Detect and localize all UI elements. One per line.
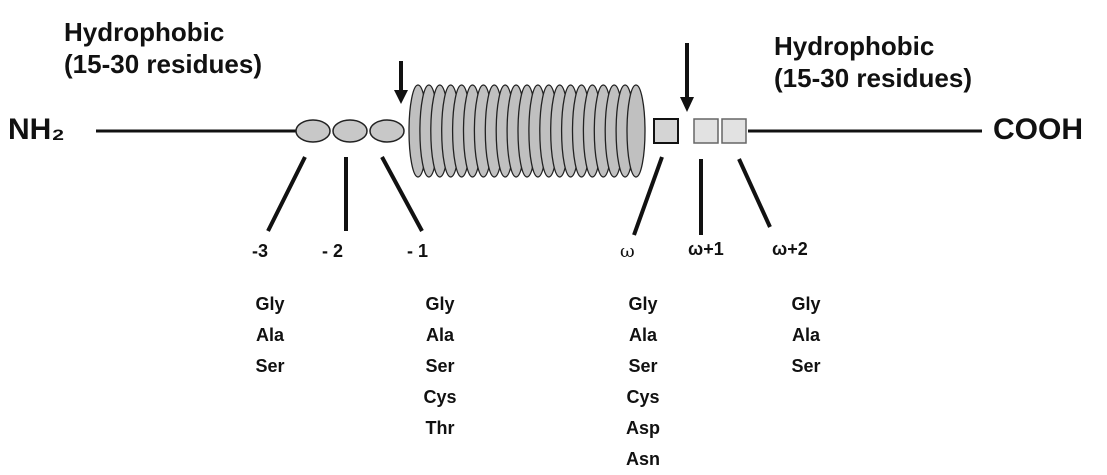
residue-list-omega-plus2: Gly Ala Ser — [776, 289, 836, 382]
pointer-line-minus1 — [380, 156, 424, 232]
position-label-minus3: -3 — [252, 241, 269, 261]
residue-item: Asn — [625, 449, 660, 469]
residue-item: Ser — [255, 356, 285, 376]
left-hydrophobic-label: Hydrophobic (15-30 residues) — [64, 16, 262, 80]
left-hydrophobic-title: Hydrophobic — [64, 17, 225, 47]
right-hydrophobic-residues: (15-30 residues) — [774, 63, 972, 93]
position-label-omega-plus1: ω+1 — [688, 239, 724, 259]
left-hydrophobic-residues: (15-30 residues) — [64, 49, 262, 79]
residue-item: Ala — [628, 325, 657, 345]
residue-list-omega: Gly Ala Ser Cys Asp Asn — [613, 289, 673, 475]
residue-list-minus3: Gly Ala Ser — [240, 289, 300, 382]
omega-box — [653, 118, 679, 144]
omega-plus1-box — [693, 118, 719, 144]
residue-ellipse-minus1 — [369, 119, 405, 143]
pointer-line-omega — [632, 156, 664, 236]
residue-item: Thr — [425, 418, 455, 438]
residue-item: Ala — [255, 325, 284, 345]
residue-item: Gly — [425, 294, 455, 314]
residue-item: Ala — [425, 325, 454, 345]
residue-item: Gly — [628, 294, 658, 314]
residue-item: Asp — [625, 418, 660, 438]
residue-item: Cys — [423, 387, 457, 407]
residue-item: Gly — [255, 294, 285, 314]
position-label-omega-plus2: ω+2 — [772, 239, 808, 259]
residue-item: Ser — [425, 356, 455, 376]
coil-turn — [626, 84, 646, 178]
pointer-line-omega-plus2 — [737, 158, 772, 228]
residue-ellipse-minus2 — [332, 119, 368, 143]
residue-item: Ser — [628, 356, 658, 376]
cleavage-arrow-right — [680, 43, 694, 112]
position-label-minus2: - 2 — [322, 241, 344, 261]
gpi-anchor-diagram — [96, 43, 982, 236]
helical-coil — [408, 84, 646, 178]
position-label-minus1: - 1 — [407, 241, 429, 261]
residue-item: Ser — [791, 356, 821, 376]
c-terminus-label: COOH — [993, 113, 1083, 146]
residue-list-minus1: Gly Ala Ser Cys Thr — [410, 289, 470, 444]
residue-item: Cys — [626, 387, 660, 407]
omega-plus2-box — [721, 118, 747, 144]
position-label-omega: ω — [620, 241, 635, 262]
pointer-line-minus3 — [266, 156, 307, 232]
residue-item: Gly — [791, 294, 821, 314]
cleavage-arrow-left — [394, 61, 408, 104]
n-terminus-label: NH₂ — [8, 113, 65, 146]
right-hydrophobic-title: Hydrophobic — [774, 31, 935, 61]
residue-item: Ala — [791, 325, 820, 345]
right-hydrophobic-label: Hydrophobic (15-30 residues) — [774, 30, 972, 94]
residue-ellipse-minus3 — [295, 119, 331, 143]
